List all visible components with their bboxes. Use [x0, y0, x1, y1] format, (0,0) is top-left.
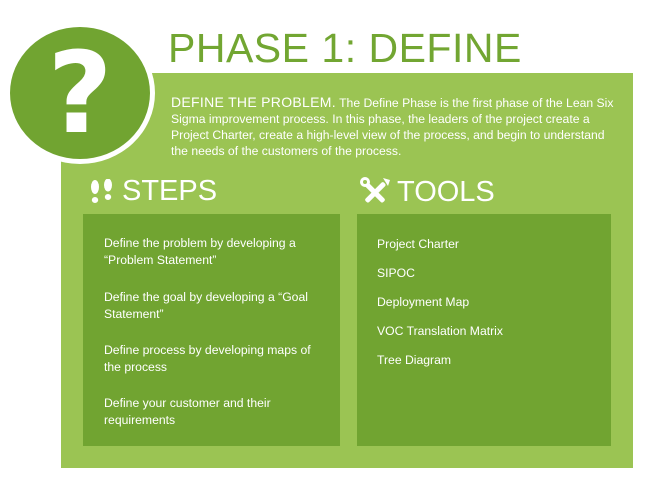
tool-item: Deployment Map — [377, 295, 470, 309]
tools-heading: TOOLS — [359, 177, 495, 207]
footprints-icon — [91, 178, 112, 203]
intro-body: The Define Phase is the first phase of t… — [171, 96, 614, 158]
tools-icon — [360, 177, 390, 203]
steps-heading: STEPS — [88, 177, 217, 206]
tool-item: VOC Translation Matrix — [377, 324, 503, 338]
steps-box: Define the problem by developing a “Prob… — [83, 214, 340, 446]
step-item: Define the goal by developing a “Goal St… — [104, 290, 308, 321]
question-badge: ? — [5, 22, 155, 164]
tool-item: Project Charter — [377, 237, 459, 251]
tool-item: Tree Diagram — [377, 353, 452, 367]
tool-item: SIPOC — [377, 266, 415, 280]
intro-paragraph: DEFINE THE PROBLEM. The Define Phase is … — [171, 94, 621, 159]
step-item: Define the problem by developing a “Prob… — [104, 236, 296, 267]
tools-heading-label: TOOLS — [397, 175, 495, 208]
step-item: Define process by developing maps of the… — [104, 343, 311, 374]
step-item: Define your customer and their requireme… — [104, 396, 271, 427]
tools-box: Project Charter SIPOC Deployment Map VOC… — [357, 214, 611, 446]
intro-lead: DEFINE THE PROBLEM. — [171, 94, 336, 110]
page-title: PHASE 1: DEFINE — [168, 25, 522, 71]
question-mark-icon: ? — [47, 29, 113, 159]
steps-heading-label: STEPS — [122, 175, 218, 207]
